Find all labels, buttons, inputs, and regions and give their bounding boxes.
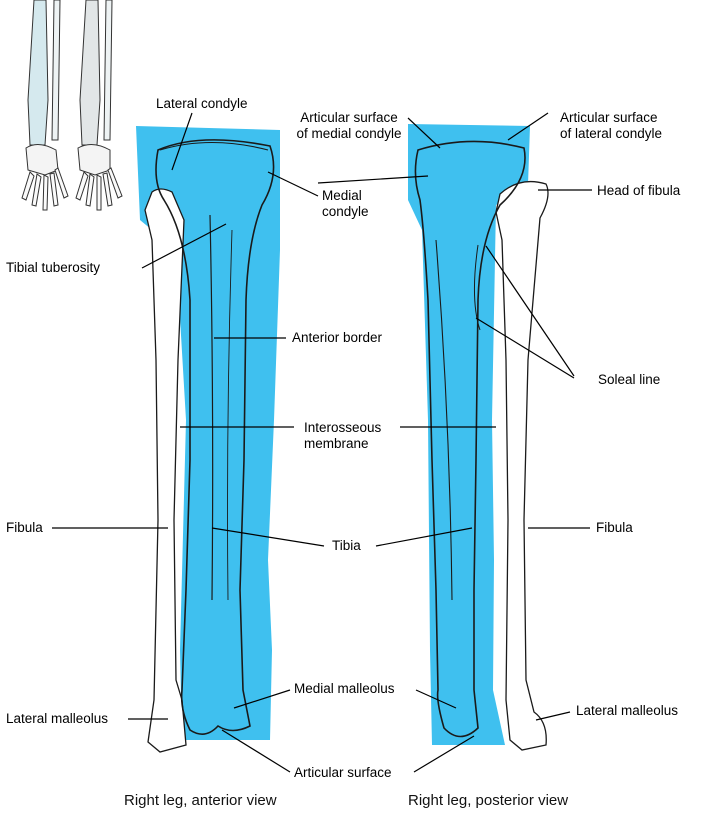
- label-interosseous-line1: Interosseous: [304, 420, 382, 435]
- label-tibial-tuberosity: Tibial tuberosity: [6, 260, 101, 275]
- label-lateral-malleolus-posterior: Lateral malleolus: [576, 703, 679, 718]
- label-articular-surface-medial-line2: of medial condyle: [296, 126, 402, 141]
- caption-anterior-view: Right leg, anterior view: [124, 792, 277, 809]
- skeleton-thumbnail: [21, 0, 123, 211]
- label-interosseous-line2: membrane: [304, 436, 369, 451]
- label-medial-condyle-line2: condyle: [322, 204, 369, 219]
- label-soleal-line: Soleal line: [598, 372, 661, 387]
- label-head-of-fibula: Head of fibula: [597, 183, 681, 198]
- leader-lines: [52, 112, 592, 773]
- posterior-tibia: [414, 140, 526, 738]
- anterior-tibia: [155, 139, 275, 735]
- label-lateral-malleolus-anterior: Lateral malleolus: [6, 711, 109, 726]
- label-anterior-border: Anterior border: [292, 330, 383, 345]
- label-articular-surface-medial-line1: Articular surface: [300, 110, 398, 125]
- label-fibula-posterior: Fibula: [596, 520, 633, 535]
- label-articular-surface-medial-condyle: Articular surface of medial condyle: [284, 110, 414, 142]
- label-articular-surface-lateral-line2: of lateral condyle: [560, 126, 663, 141]
- caption-posterior-view: Right leg, posterior view: [408, 792, 569, 809]
- label-tibia: Tibia: [332, 538, 361, 553]
- label-articular-surface-lateral-line1: Articular surface: [560, 110, 658, 125]
- label-medial-condyle: Medial condyle: [322, 188, 369, 220]
- label-medial-malleolus: Medial malleolus: [294, 681, 395, 696]
- label-medial-condyle-line1: Medial: [322, 188, 362, 203]
- posterior-fibula: [495, 180, 549, 751]
- label-fibula-anterior: Fibula: [6, 520, 43, 535]
- label-articular-surface-lateral-condyle: Articular surface of lateral condyle: [560, 110, 662, 142]
- label-articular-surface: Articular surface: [294, 765, 392, 780]
- tibia-highlight-anterior: [136, 126, 280, 740]
- label-interosseous-membrane: Interosseous membrane: [304, 420, 381, 452]
- label-lateral-condyle: Lateral condyle: [156, 96, 248, 111]
- anterior-fibula: [144, 188, 187, 753]
